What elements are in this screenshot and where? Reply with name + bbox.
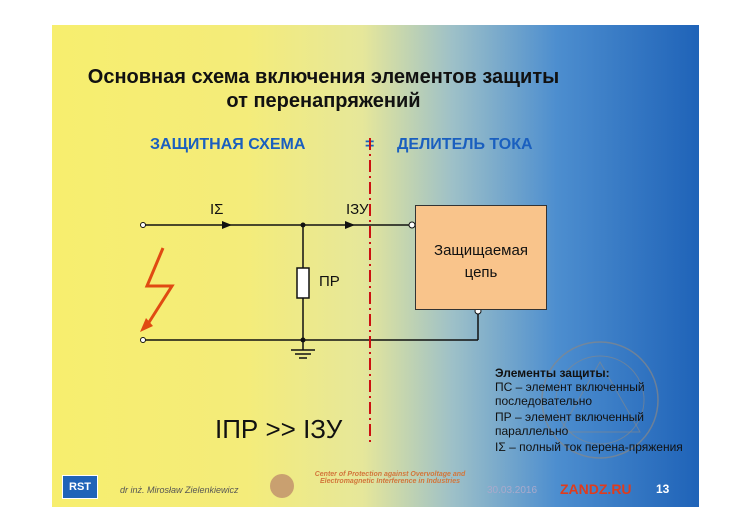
legend-item: ПР – элемент включенный параллельно — [495, 410, 644, 438]
slide-background — [52, 25, 699, 507]
legend-header: Элементы защиты: — [495, 366, 610, 380]
footer-site: ZANDZ.RU — [560, 481, 632, 497]
protected-circuit-box: Защищаемая цепь — [415, 205, 547, 310]
subtitle-left: ЗАЩИТНАЯ СХЕМА — [150, 136, 306, 153]
footer-center: Center of Protection against Overvoltage… — [314, 471, 466, 485]
current-total-label: IΣ — [210, 201, 224, 218]
page-number: 13 — [656, 482, 670, 496]
footer-author: dr inż. Mirosław Zielenkiewicz — [120, 485, 239, 495]
legend-item: ПС – элемент включенный последовательно — [495, 380, 645, 408]
footer-date: 30.03.2016 — [487, 485, 538, 496]
resistor-label: ПР — [319, 273, 340, 290]
subtitle-right: ДЕЛИТЕЛЬ ТОКА — [397, 136, 533, 153]
legend-item: IΣ – полный ток перена-пряжения — [495, 440, 683, 454]
slide-title-line1: Основная схема включения элементов защит… — [87, 66, 560, 88]
protected-line1: Защищаемая — [434, 242, 528, 259]
slide-title-line2: от перенапряжений — [226, 90, 421, 112]
cloud-logo-icon — [270, 474, 294, 498]
current-zu-label: IЗУ — [346, 201, 369, 218]
protected-line2: цепь — [464, 264, 498, 281]
rst-logo: RST — [62, 475, 98, 499]
legend-block: Элементы защиты: ПС – элемент включенный… — [495, 366, 685, 454]
current-relation: IПР >> IЗУ — [215, 414, 343, 444]
